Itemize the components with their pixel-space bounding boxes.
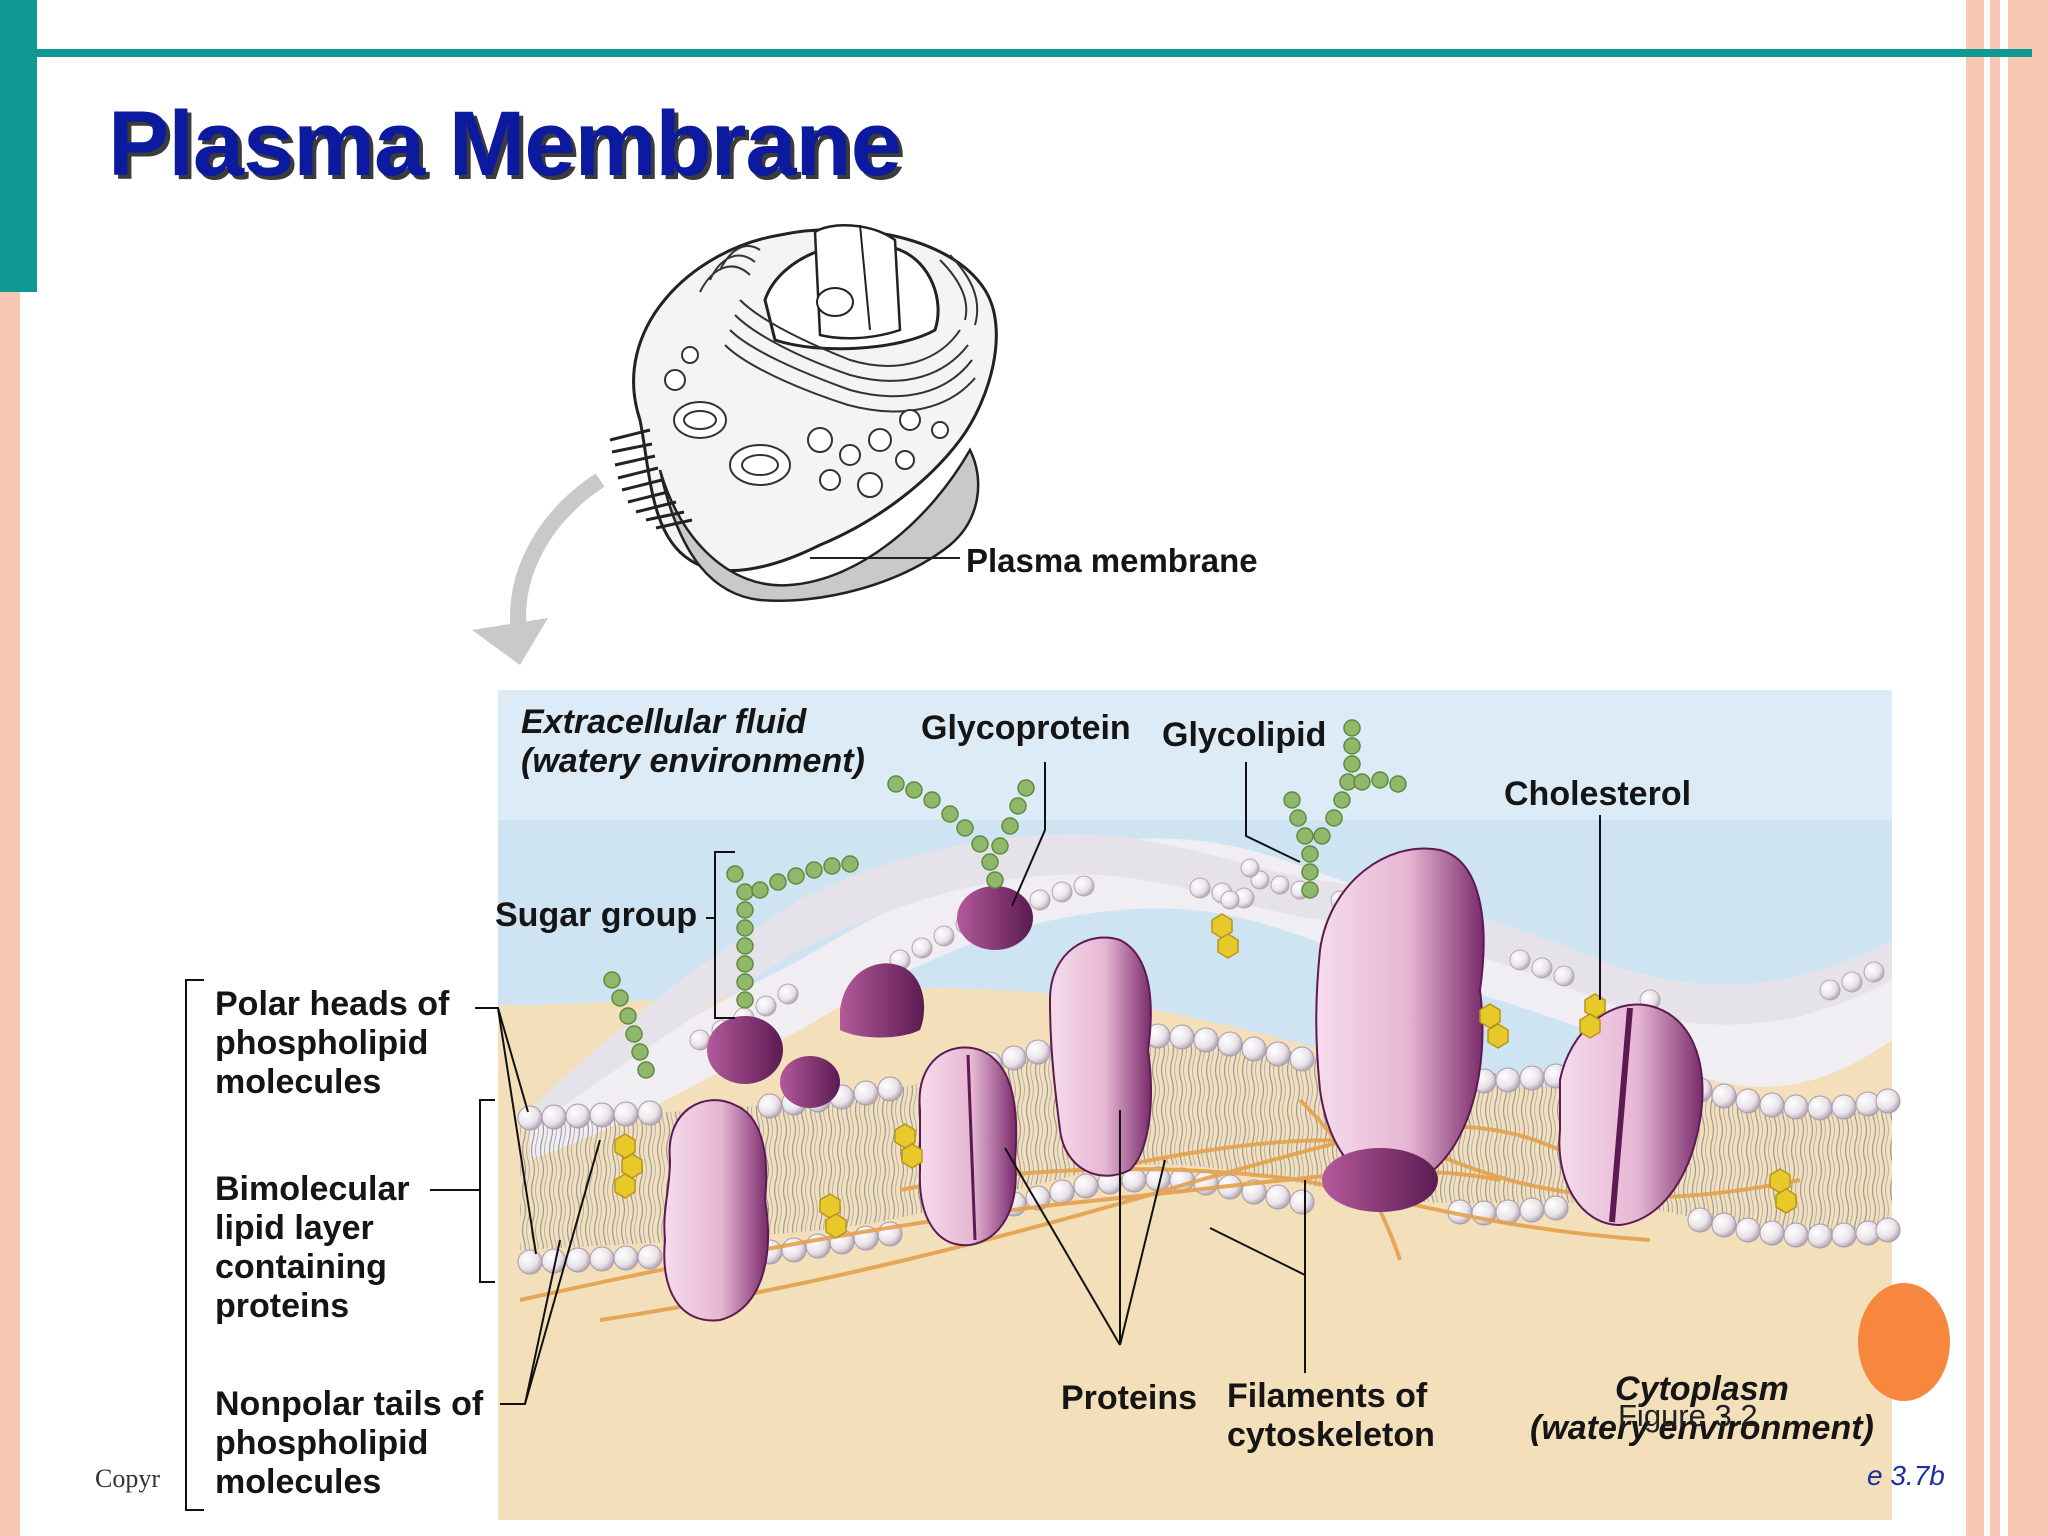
label-cytoplasm-line2: (watery environment) bbox=[1530, 1409, 1874, 1448]
label-cytoplasm: Cytoplasm (watery environment) bbox=[1530, 1370, 1874, 1448]
label-sugar-group: Sugar group bbox=[495, 896, 698, 934]
label-filaments-line2: cytoskeleton bbox=[1227, 1416, 1435, 1455]
label-filaments-line1: Filaments of bbox=[1227, 1377, 1428, 1415]
copyright-text: Copyr bbox=[95, 1464, 160, 1493]
label-glycolipid: Glycolipid bbox=[1162, 716, 1327, 754]
label-bimolecular-line2: lipid layer bbox=[215, 1209, 374, 1248]
label-bimolecular-line4: proteins bbox=[215, 1287, 350, 1326]
slide-title: Plasma Membrane bbox=[108, 93, 902, 195]
label-nonpolar-tails: Nonpolar tails of phospholipid molecules bbox=[215, 1385, 483, 1502]
figure-reference: e 3.7b bbox=[1867, 1460, 1945, 1491]
left-border-stripe bbox=[0, 0, 20, 1536]
figure-caption: Figure 3.2 bbox=[1618, 1398, 1758, 1433]
label-polar-heads: Polar heads of phospholipid molecules bbox=[215, 985, 449, 1102]
teal-corner-block bbox=[0, 0, 37, 292]
cholesterol-molecules bbox=[614, 913, 1797, 1239]
label-bimolecular-line3: containing bbox=[215, 1248, 387, 1287]
label-bimolecular-line1: Bimolecular bbox=[215, 1170, 410, 1208]
label-extracellular-fluid: Extracellular fluid (watery environment) bbox=[521, 703, 865, 781]
label-extracellular-line1: Extracellular fluid bbox=[521, 703, 807, 741]
leader-lines bbox=[185, 762, 1601, 1511]
label-plasma-membrane: Plasma membrane bbox=[966, 542, 1258, 579]
sugar-chains bbox=[603, 719, 1407, 1079]
label-cholesterol: Cholesterol bbox=[1504, 775, 1692, 813]
label-extracellular-line2: (watery environment) bbox=[521, 742, 865, 781]
teal-header-rule bbox=[37, 49, 2032, 57]
label-nonpolar-line2: phospholipid bbox=[215, 1424, 429, 1463]
label-polar-heads-line1: Polar heads of bbox=[215, 985, 450, 1023]
membrane-illustration bbox=[185, 690, 1901, 1520]
label-glycoprotein: Glycoprotein bbox=[921, 709, 1131, 747]
label-polar-heads-line2: phospholipid bbox=[215, 1024, 429, 1063]
integral-proteins bbox=[663, 847, 1704, 1322]
right-border-stripes bbox=[1958, 0, 2048, 1536]
cell-illustration bbox=[472, 224, 998, 665]
slide-decoration-circle bbox=[1858, 1283, 1950, 1401]
label-cytoplasm-line1: Cytoplasm bbox=[1615, 1370, 1789, 1408]
label-bimolecular-layer: Bimolecular lipid layer containing prote… bbox=[215, 1170, 410, 1326]
label-polar-heads-line3: molecules bbox=[215, 1063, 382, 1102]
label-nonpolar-line3: molecules bbox=[215, 1463, 382, 1502]
label-proteins: Proteins bbox=[1061, 1379, 1198, 1417]
label-filaments: Filaments of cytoskeleton bbox=[1227, 1377, 1435, 1455]
label-nonpolar-line1: Nonpolar tails of bbox=[215, 1385, 484, 1423]
